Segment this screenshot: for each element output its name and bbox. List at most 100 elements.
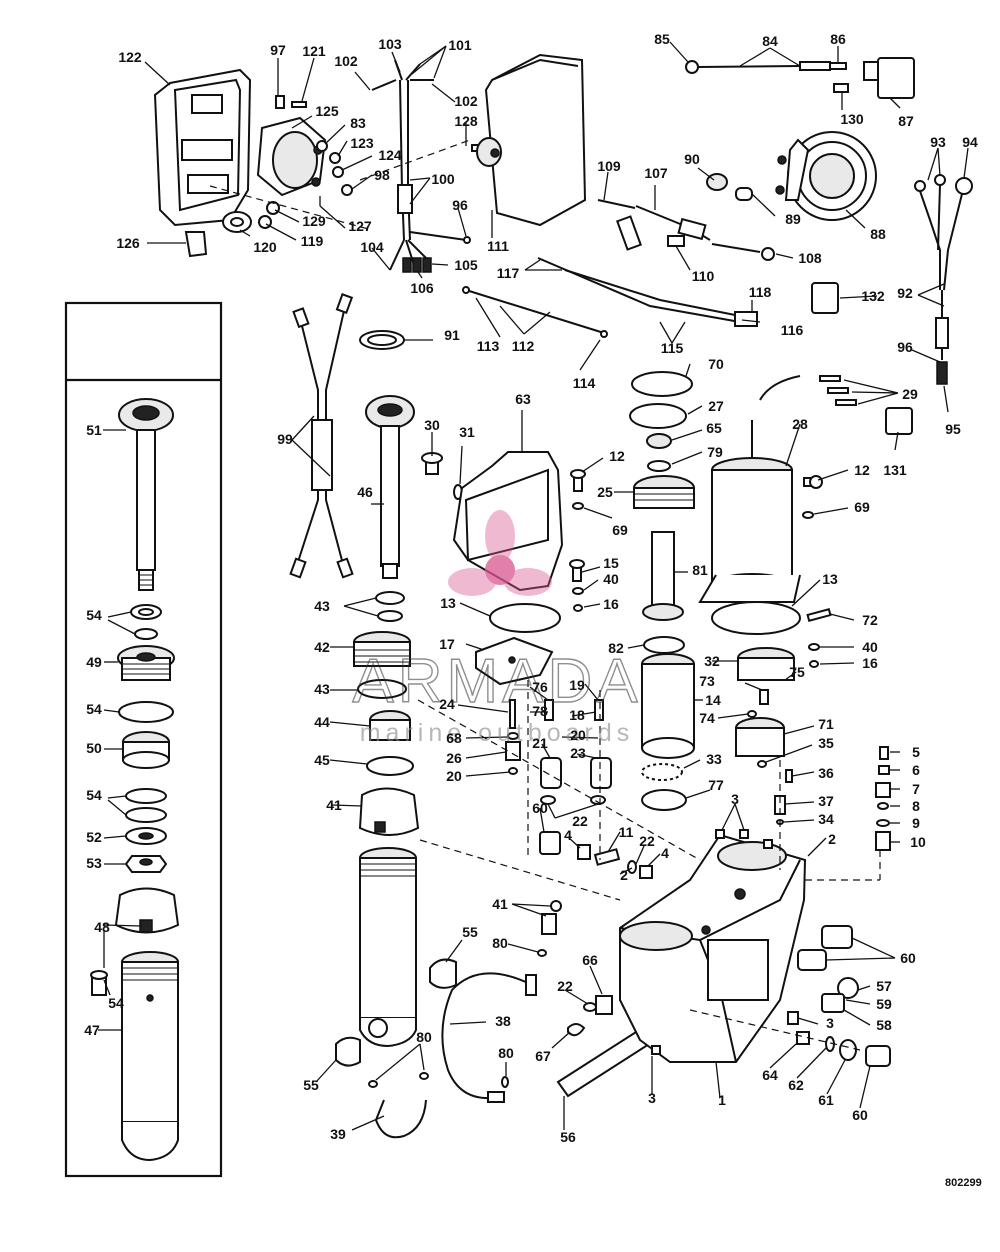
callout-53: 53: [86, 855, 102, 871]
callout-80: 80: [498, 1045, 514, 1061]
callout-73: 73: [699, 673, 715, 689]
callout-30: 30: [424, 417, 440, 433]
callout-112: 112: [512, 338, 535, 354]
callout-57: 57: [876, 978, 892, 994]
callout-49: 49: [86, 654, 102, 670]
callout-80: 80: [492, 935, 508, 951]
callout-92: 92: [897, 285, 913, 301]
callout-43: 43: [314, 598, 330, 614]
callout-51: 51: [86, 422, 102, 438]
callout-101: 101: [448, 37, 472, 53]
callout-80: 80: [416, 1029, 432, 1045]
callout-8: 8: [912, 798, 920, 814]
callout-87: 87: [898, 113, 914, 129]
callout-38: 38: [495, 1013, 511, 1029]
callout-79: 79: [707, 444, 723, 460]
callout-83: 83: [350, 115, 366, 131]
callout-54: 54: [108, 995, 124, 1011]
callout-58: 58: [876, 1017, 892, 1033]
callout-68: 68: [446, 730, 462, 746]
callout-118: 118: [749, 284, 772, 300]
callout-61: 61: [818, 1092, 834, 1108]
callout-27: 27: [708, 398, 724, 414]
callout-3: 3: [648, 1090, 656, 1106]
callout-14: 14: [705, 692, 721, 708]
callout-29: 29: [902, 386, 918, 402]
callout-19: 19: [569, 677, 585, 693]
callout-18: 18: [569, 707, 585, 723]
callout-124: 124: [378, 147, 402, 163]
callout-116: 116: [781, 322, 804, 338]
callout-106: 106: [410, 280, 434, 296]
callout-70: 70: [708, 356, 724, 372]
callout-60: 60: [900, 950, 916, 966]
callout-108: 108: [798, 250, 822, 266]
watermark: ARMADA marine outboards: [352, 510, 641, 747]
watermark-tagline: marine outboards: [360, 719, 635, 747]
callout-36: 36: [818, 765, 834, 781]
callout-128: 128: [454, 113, 478, 129]
callout-121: 121: [302, 43, 326, 59]
callout-81: 81: [692, 562, 708, 578]
callout-111: 111: [487, 238, 509, 254]
callout-15: 15: [603, 555, 619, 571]
callout-22: 22: [557, 978, 573, 994]
callout-55: 55: [462, 924, 478, 940]
figure-number: 802299: [945, 1177, 982, 1189]
callout-93: 93: [930, 134, 946, 150]
callout-125: 125: [315, 103, 339, 119]
callout-41: 41: [326, 797, 342, 813]
callout-102: 102: [454, 93, 478, 109]
callout-72: 72: [862, 612, 878, 628]
callout-12: 12: [854, 462, 870, 478]
callout-77: 77: [708, 777, 724, 793]
callout-64: 64: [762, 1067, 778, 1083]
callout-13: 13: [822, 571, 838, 587]
callout-22: 22: [639, 833, 655, 849]
callout-9: 9: [912, 815, 920, 831]
callout-89: 89: [785, 211, 801, 227]
inset-parts: [90, 398, 180, 1162]
callout-74: 74: [699, 710, 715, 726]
callout-60: 60: [852, 1107, 868, 1123]
callout-16: 16: [603, 596, 619, 612]
callout-98: 98: [374, 167, 390, 183]
callout-3: 3: [826, 1015, 834, 1031]
callout-91: 91: [444, 327, 460, 343]
callout-69: 69: [854, 499, 870, 515]
callout-100: 100: [431, 171, 455, 187]
callout-129: 129: [302, 213, 326, 229]
callout-110: 110: [692, 268, 715, 284]
callout-7: 7: [912, 781, 920, 797]
callout-63: 63: [515, 391, 531, 407]
callout-60: 60: [532, 800, 548, 816]
callout-103: 103: [378, 36, 402, 52]
callout-97: 97: [270, 42, 286, 58]
callout-46: 46: [357, 484, 373, 500]
callout-59: 59: [876, 996, 892, 1012]
leader-lines: [144, 41, 969, 1131]
callout-78: 78: [532, 703, 548, 719]
callout-65: 65: [706, 420, 722, 436]
callout-26: 26: [446, 750, 462, 766]
callout-123: 123: [350, 135, 374, 151]
assembly-guides: [417, 680, 881, 1051]
callout-69: 69: [612, 522, 628, 538]
callout-115: 115: [661, 340, 684, 356]
callout-17: 17: [439, 636, 455, 652]
callout-105: 105: [454, 257, 478, 273]
callout-99: 99: [277, 431, 293, 447]
callout-25: 25: [597, 484, 613, 500]
callout-120: 120: [253, 239, 277, 255]
callout-3: 3: [731, 791, 739, 807]
callout-23: 23: [570, 745, 586, 761]
callout-37: 37: [818, 793, 834, 809]
watermark-brand: ARMADA: [352, 647, 641, 716]
callout-35: 35: [818, 735, 834, 751]
callout-75: 75: [789, 664, 805, 680]
callout-41: 41: [492, 896, 508, 912]
callout-24: 24: [439, 696, 455, 712]
callout-labels: 1223334456789101112121313141516161718192…: [84, 31, 978, 1145]
callout-1: 1: [718, 1092, 726, 1108]
